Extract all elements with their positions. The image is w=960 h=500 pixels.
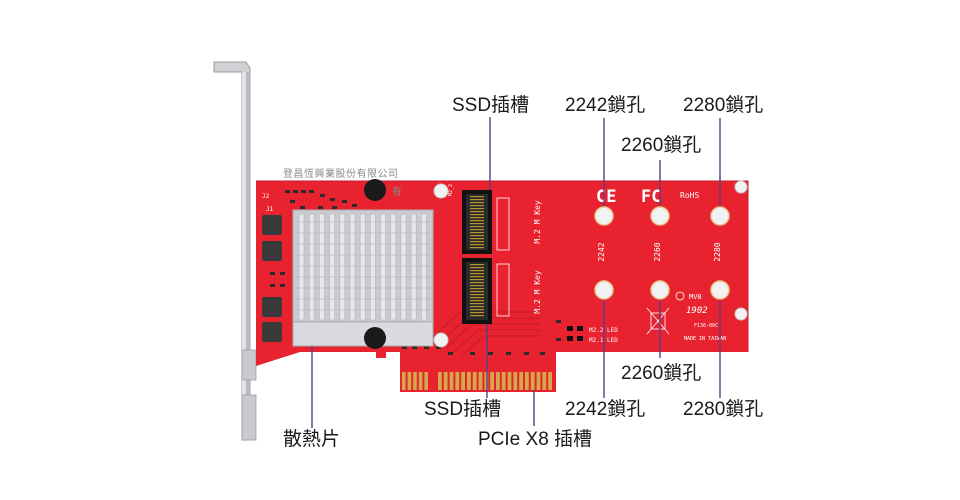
inductors (262, 215, 282, 342)
lock-hole-2280-bottom (710, 280, 730, 300)
leader-lines (311, 117, 721, 428)
callout-pcie-slot: PCIe X8 插槽 (478, 429, 593, 450)
callout-2242-top: 2242鎖孔 (565, 95, 646, 116)
ref-m2-2: M2_2 (448, 184, 454, 196)
silkscreen-outline (496, 197, 510, 317)
model-text: MV8 (689, 293, 702, 301)
lock-hole-2280-top (710, 206, 730, 226)
mounting-bracket (213, 61, 257, 441)
lock-hole-2260-bottom (650, 280, 670, 300)
lock-hole-2242-top (594, 206, 614, 226)
rohs-mark: RoHS (680, 191, 699, 200)
m2-socket-top (462, 190, 492, 254)
heatsink-screw-top (364, 179, 386, 201)
status-leds (567, 326, 583, 341)
heatsink (292, 209, 434, 347)
callout-2260-top: 2260鎖孔 (621, 135, 702, 156)
slot-label-top: M.2 M Key (533, 200, 542, 244)
fc-mark: FC (641, 187, 661, 207)
mount-holes (433, 180, 748, 348)
weee-bin-icon (646, 307, 670, 335)
m2-socket-bottom (462, 258, 492, 324)
hole-label-2280: 2280 (713, 242, 722, 261)
heatsink-screw-bottom (364, 327, 386, 349)
ref-j1: J1 (266, 206, 274, 213)
lock-hole-2242-bottom (594, 280, 614, 300)
callout-2242-bottom: 2242鎖孔 (565, 399, 646, 420)
lock-hole-2260-top (650, 206, 670, 226)
hole-label-2260: 2260 (653, 242, 662, 261)
date-code: 1902 (686, 306, 708, 316)
slot-label-bottom: M.2 M Key (533, 270, 542, 314)
callout-ssd-slot-bottom: SSD插槽 (424, 399, 502, 420)
watermark-company: 登昌恆興業股份有限公司 (283, 169, 399, 180)
ce-mark: CE (596, 187, 616, 207)
callout-2260-bottom: 2260鎖孔 (621, 363, 702, 384)
callout-2280-top: 2280鎖孔 (683, 95, 764, 116)
callout-heatsink: 散熱片 (283, 429, 341, 450)
smd-components (270, 190, 561, 355)
part-number: F136-00C (694, 323, 718, 329)
hole-label-2242: 2242 (597, 242, 606, 261)
made-in: MADE IN TAIWAN (684, 336, 726, 342)
ref-j2: J2 (262, 193, 270, 200)
callout-2280-bottom: 2280鎖孔 (683, 399, 764, 420)
pcie-gold-fingers (402, 372, 552, 390)
callout-ssd-slot-top: SSD插槽 (452, 95, 530, 116)
watermark-partial: 有 (392, 187, 403, 198)
logo-mark (675, 291, 685, 301)
